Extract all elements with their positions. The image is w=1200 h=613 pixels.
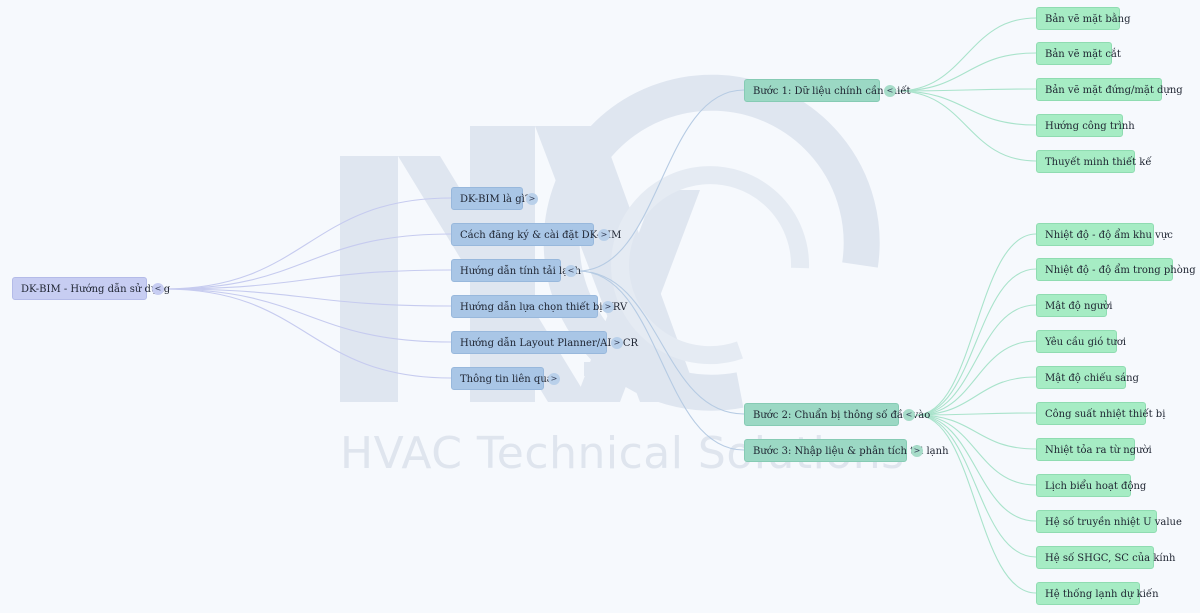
step-to-item-line bbox=[915, 414, 1037, 486]
step2-item[interactable]: Nhiệt tỏa ra từ người bbox=[1036, 438, 1152, 461]
topic-label: DK-BIM là gì? bbox=[460, 194, 531, 205]
leaf-label: Nhiệt tỏa ra từ người bbox=[1045, 445, 1152, 456]
topic-register-install[interactable]: Cách đăng ký & cài đặt DK-BIM bbox=[451, 223, 621, 246]
step2-item[interactable]: Hệ số SHGC, SC của kính bbox=[1036, 546, 1175, 569]
topic-label: Hướng dẫn tính tải lạnh bbox=[460, 266, 582, 277]
topic-to-step-line bbox=[577, 270, 745, 415]
step-to-item-line bbox=[915, 376, 1037, 416]
step1-item[interactable]: Hướng công trình bbox=[1036, 114, 1135, 137]
topic-cooling-load-toggle[interactable]: < bbox=[565, 265, 577, 277]
leaf-label: Yêu cầu gió tươi bbox=[1045, 337, 1127, 348]
step2-item[interactable]: Hệ thống lạnh dự kiến bbox=[1036, 582, 1159, 605]
step-to-item-line bbox=[896, 17, 1037, 92]
leaf-label: Nhiệt độ - độ ẩm khu vực bbox=[1045, 230, 1173, 241]
topic-layout-planner-toggle[interactable]: > bbox=[611, 337, 623, 349]
step3-toggle[interactable]: > bbox=[911, 445, 923, 457]
root-node-label: DK-BIM - Hướng dẫn sử dụng bbox=[21, 284, 171, 295]
topic-dkbim-what[interactable]: DK-BIM là gì? bbox=[451, 187, 530, 210]
leaf-label: Hệ thống lạnh dự kiến bbox=[1045, 589, 1159, 600]
topic-dkbim-what-toggle[interactable]: > bbox=[526, 193, 538, 205]
root-to-topic-line bbox=[163, 288, 452, 307]
leaf-label: Hướng công trình bbox=[1045, 121, 1135, 132]
leaf-label: Hệ số SHGC, SC của kính bbox=[1045, 553, 1176, 564]
step1-node[interactable]: Bước 1: Dữ liệu chính cần thiết bbox=[744, 79, 911, 102]
topic-label: Hướng dẫn Layout Planner/AI-OCR bbox=[460, 338, 639, 349]
step-to-item-line bbox=[896, 90, 1037, 162]
leaf-label: Mật độ chiếu sáng bbox=[1045, 373, 1139, 384]
topic-label: Hướng dẫn lựa chọn thiết bị VRV bbox=[460, 302, 628, 313]
step2-item[interactable]: Công suất nhiệt thiết bị bbox=[1036, 402, 1165, 425]
step2-item[interactable]: Nhiệt độ - độ ẩm trong phòng bbox=[1036, 258, 1196, 281]
leaf-label: Công suất nhiệt thiết bị bbox=[1045, 409, 1166, 420]
topic-layout-planner[interactable]: Hướng dẫn Layout Planner/AI-OCR bbox=[451, 331, 638, 354]
topic-to-step-line bbox=[577, 270, 745, 451]
leaf-label: Thuyết minh thiết kế bbox=[1045, 157, 1152, 168]
leaf-label: Hệ số truyền nhiệt U value bbox=[1045, 517, 1182, 528]
step-to-item-line bbox=[915, 304, 1037, 416]
step2-item[interactable]: Lịch biểu hoạt động bbox=[1036, 474, 1146, 497]
step1-item[interactable]: Bản vẽ mặt đứng/mặt dựng bbox=[1036, 78, 1183, 101]
step-to-item-line bbox=[915, 233, 1037, 416]
step-to-item-line bbox=[896, 90, 1037, 126]
step-to-item-line bbox=[896, 52, 1037, 92]
step-to-item-line bbox=[915, 412, 1037, 416]
leaf-label: Bản vẽ mặt cắt bbox=[1045, 49, 1121, 60]
leaf-label: Nhiệt độ - độ ẩm trong phòng bbox=[1045, 265, 1196, 276]
step-to-item-line bbox=[915, 340, 1037, 416]
step1-item[interactable]: Thuyết minh thiết kế bbox=[1036, 150, 1152, 173]
step-label: Bước 1: Dữ liệu chính cần thiết bbox=[753, 86, 911, 97]
step-label: Bước 2: Chuẩn bị thông số đầu vào bbox=[753, 410, 931, 421]
step2-item[interactable]: Mật độ chiếu sáng bbox=[1036, 366, 1139, 389]
step-to-item-line bbox=[915, 414, 1037, 558]
topic-to-step-line bbox=[577, 89, 745, 272]
root-collapse-toggle[interactable]: < bbox=[152, 283, 164, 295]
leaf-label: Bản vẽ mặt đứng/mặt dựng bbox=[1045, 85, 1183, 96]
step-to-item-line bbox=[915, 414, 1037, 450]
topic-related-info[interactable]: Thông tin liên quan bbox=[451, 367, 559, 390]
topic-vrv-selection-toggle[interactable]: > bbox=[602, 301, 614, 313]
root-to-topic-line bbox=[163, 288, 452, 343]
step3-node[interactable]: Bước 3: Nhập liệu & phân tích tải lạnh bbox=[744, 439, 949, 462]
step-to-item-line bbox=[915, 414, 1037, 522]
step2-node[interactable]: Bước 2: Chuẩn bị thông số đầu vào bbox=[744, 403, 930, 426]
step2-toggle[interactable]: < bbox=[903, 409, 915, 421]
topic-label: Thông tin liên quan bbox=[460, 374, 560, 385]
leaf-label: Bản vẽ mặt bằng bbox=[1045, 14, 1131, 25]
root-to-topic-line bbox=[163, 288, 452, 379]
step2-item[interactable]: Mật độ người bbox=[1036, 294, 1113, 317]
step2-item[interactable]: Yêu cầu gió tươi bbox=[1036, 330, 1126, 353]
step1-item[interactable]: Bản vẽ mặt cắt bbox=[1036, 42, 1121, 65]
topic-label: Cách đăng ký & cài đặt DK-BIM bbox=[460, 230, 622, 241]
step1-toggle[interactable]: < bbox=[884, 85, 896, 97]
leaf-label: Mật độ người bbox=[1045, 301, 1113, 312]
step2-item[interactable]: Nhiệt độ - độ ẩm khu vực bbox=[1036, 223, 1173, 246]
step-label: Bước 3: Nhập liệu & phân tích tải lạnh bbox=[753, 446, 949, 457]
root-to-topic-line bbox=[163, 233, 452, 290]
topic-register-install-toggle[interactable]: > bbox=[598, 229, 610, 241]
topic-cooling-load[interactable]: Hướng dẫn tính tải lạnh bbox=[451, 259, 581, 282]
root-node[interactable]: DK-BIM - Hướng dẫn sử dụng bbox=[12, 277, 170, 300]
root-to-topic-line bbox=[163, 197, 452, 290]
step-to-item-line bbox=[915, 414, 1037, 594]
step2-item[interactable]: Hệ số truyền nhiệt U value bbox=[1036, 510, 1182, 533]
step-to-item-line bbox=[896, 88, 1037, 92]
step1-item[interactable]: Bản vẽ mặt bằng bbox=[1036, 7, 1131, 30]
topic-related-info-toggle[interactable]: > bbox=[548, 373, 560, 385]
leaf-label: Lịch biểu hoạt động bbox=[1045, 481, 1147, 492]
topic-vrv-selection[interactable]: Hướng dẫn lựa chọn thiết bị VRV bbox=[451, 295, 627, 318]
step-to-item-line bbox=[915, 268, 1037, 416]
root-to-topic-line bbox=[163, 269, 452, 290]
